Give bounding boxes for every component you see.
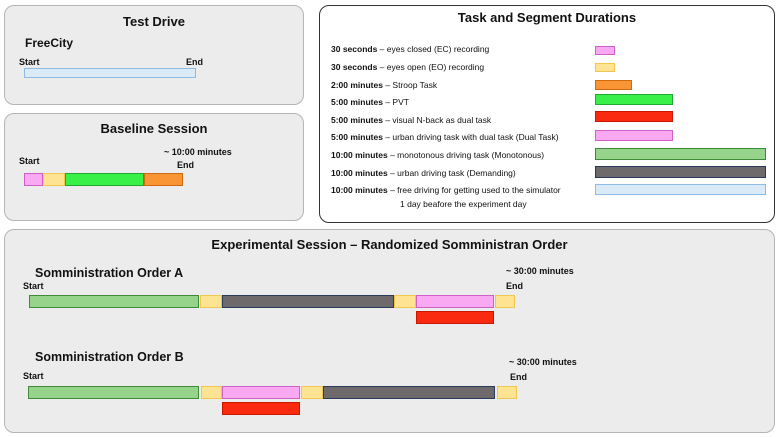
legend-swatch-free-drive xyxy=(595,184,766,195)
order-b-dual-task-bar xyxy=(222,386,300,399)
order-b-monotonous-bar xyxy=(28,386,199,399)
legend-row: 5:00 minutes – PVT xyxy=(331,97,409,107)
test-drive-title: Test Drive xyxy=(123,14,185,29)
test-drive-panel: Test Drive FreeCity Start End xyxy=(4,5,304,105)
baseline-stroop-bar xyxy=(144,173,183,186)
order-a-nback-bar xyxy=(416,311,494,324)
order-b-nback-bar xyxy=(222,402,300,415)
legend-note: 1 day beafore the experiment day xyxy=(400,199,527,209)
order-a-eo-bar-2 xyxy=(394,295,416,308)
legend-swatch-eo xyxy=(595,63,615,72)
legend-row: 5:00 minutes – visual N-back as dual tas… xyxy=(331,115,492,125)
baseline-pvt-bar xyxy=(65,173,144,186)
test-drive-start-label: Start xyxy=(19,57,40,67)
baseline-ec-bar xyxy=(24,173,43,186)
legend-row: 10:00 minutes – free driving for getting… xyxy=(331,185,561,195)
legend-swatch-demanding xyxy=(595,166,766,178)
baseline-panel: Baseline Session ~ 10:00 minutes End Sta… xyxy=(4,113,304,221)
order-b-eo-bar-1 xyxy=(201,386,222,399)
legend-swatch-monotonous xyxy=(595,148,766,160)
legend-swatch-dual-task xyxy=(595,130,673,141)
legend-row: 10:00 minutes – monotonous driving task … xyxy=(331,150,545,160)
legend-row: 5:00 minutes – urban driving task with d… xyxy=(331,132,559,142)
order-a-monotonous-bar xyxy=(29,295,199,308)
legend-row: 30 seconds – eyes closed (EC) recording xyxy=(331,44,490,54)
legend-swatch-nback xyxy=(595,111,673,122)
baseline-duration: ~ 10:00 minutes xyxy=(164,147,232,157)
order-a-eo-bar-1 xyxy=(200,295,222,308)
baseline-eo-bar xyxy=(43,173,65,186)
order-a-demanding-bar xyxy=(222,295,394,308)
test-drive-end-label: End xyxy=(186,57,203,67)
experimental-title: Experimental Session – Randomized Sommin… xyxy=(211,237,568,252)
order-a-start-label: Start xyxy=(23,281,44,291)
baseline-title: Baseline Session xyxy=(100,121,208,136)
baseline-start-label: Start xyxy=(19,156,40,166)
order-b-eo-bar-2 xyxy=(301,386,323,399)
order-b-end-label: End xyxy=(510,372,527,382)
legend-row: 2:00 minutes – Stroop Task xyxy=(331,80,438,90)
legend-swatch-ec xyxy=(595,46,615,55)
test-drive-route: FreeCity xyxy=(25,36,74,50)
order-a-dual-task-bar xyxy=(416,295,494,308)
legend-row: 10:00 minutes – urban driving task (Dema… xyxy=(331,168,516,178)
order-b-duration: ~ 30:00 minutes xyxy=(509,357,577,367)
experimental-panel: Experimental Session – Randomized Sommin… xyxy=(4,229,775,433)
order-a-eo-bar-3 xyxy=(495,295,515,308)
legend-swatch-stroop xyxy=(595,80,632,90)
legend-panel: Task and Segment Durations xyxy=(319,5,775,223)
order-a-end-label: End xyxy=(506,281,523,291)
order-b-start-label: Start xyxy=(23,371,44,381)
legend-swatch-pvt xyxy=(595,94,673,105)
order-b-title: Somministration Order B xyxy=(35,350,184,364)
legend-row: 30 seconds – eyes open (EO) recording xyxy=(331,62,485,72)
legend-title: Task and Segment Durations xyxy=(457,10,637,25)
order-a-duration: ~ 30:00 minutes xyxy=(506,266,574,276)
order-b-eo-bar-3 xyxy=(497,386,517,399)
order-b-demanding-bar xyxy=(323,386,495,399)
free-driving-bar xyxy=(24,68,196,78)
baseline-end-label: End xyxy=(177,160,194,170)
order-a-title: Somministration Order A xyxy=(35,266,184,280)
